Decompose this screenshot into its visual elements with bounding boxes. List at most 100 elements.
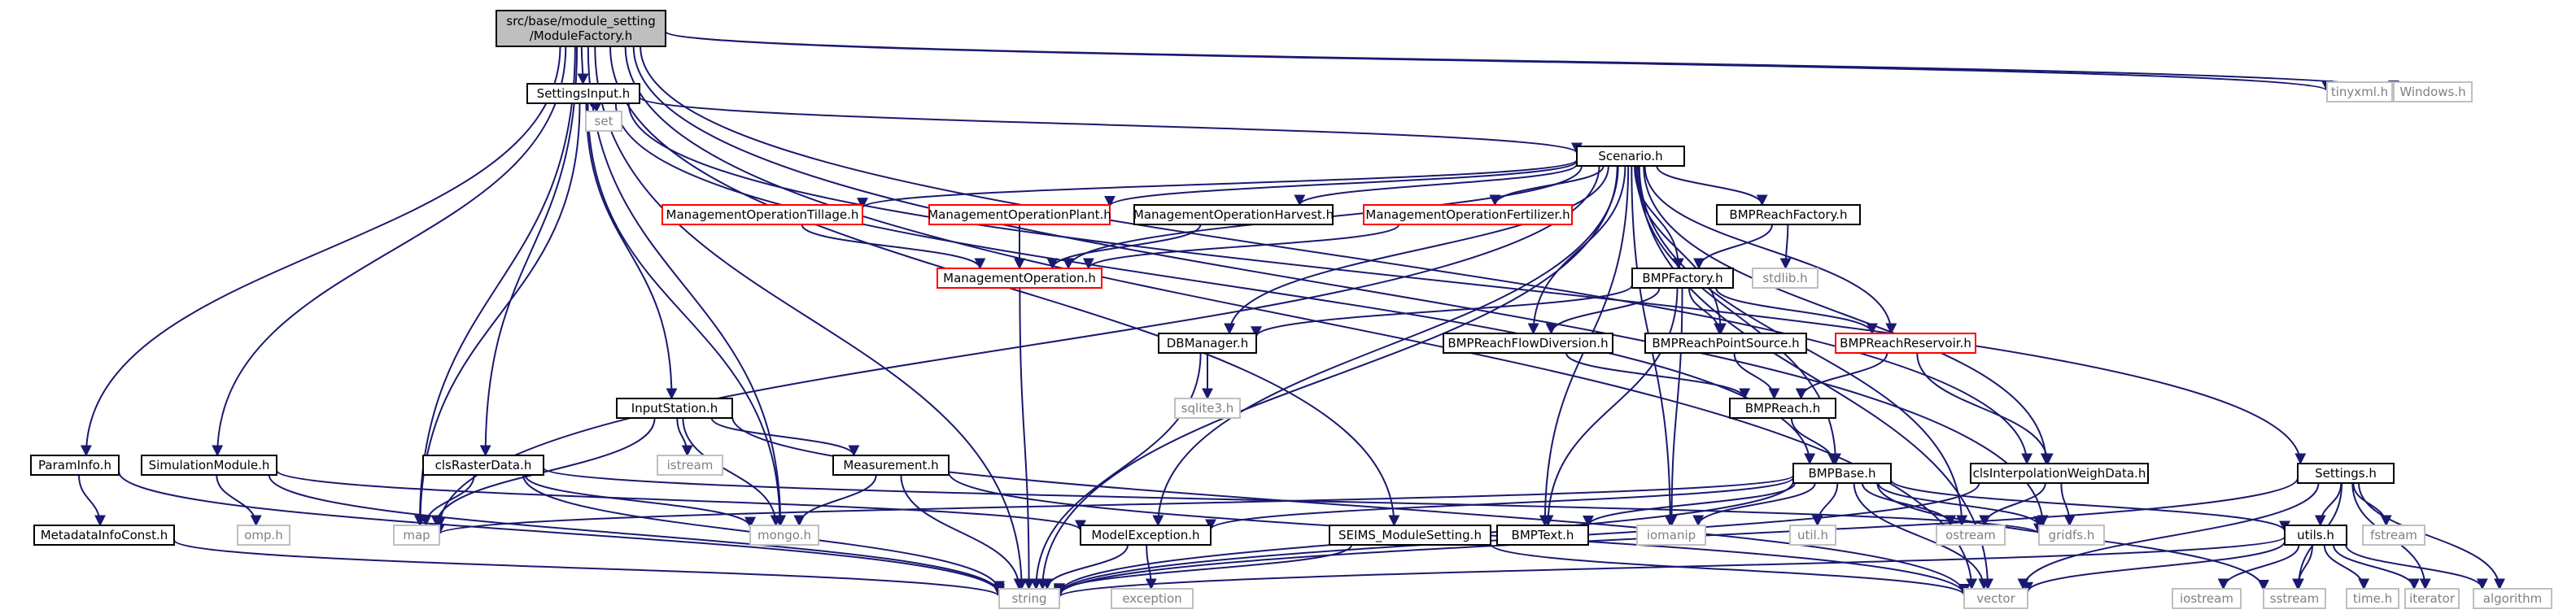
node-box	[928, 204, 1111, 225]
node-label: ostream	[1945, 528, 1996, 542]
node-DBManager[interactable]: DBManager.h	[1158, 333, 1257, 354]
node-SettingsInput[interactable]: SettingsInput.h	[526, 83, 640, 104]
node-clsInterp[interactable]: clsInterpolationWeighData.h	[1970, 463, 2149, 484]
node-box	[2346, 588, 2399, 609]
edge-Scenario-to-BMPReachFactory	[1656, 165, 1768, 207]
node-Settings[interactable]: Settings.h	[2297, 463, 2395, 484]
edge-BMPReachFactory-to-stdlib	[1779, 224, 1792, 270]
node-MgtTillage[interactable]: ManagementOperationTillage.h	[661, 204, 863, 225]
edge-BMPReach-to-BMPBase	[1790, 417, 1840, 465]
node-box	[998, 588, 1060, 609]
node-label: BMPBase.h	[1808, 466, 1875, 481]
edge-Settings-to-vector	[2017, 482, 2320, 590]
node-ModelException[interactable]: ModelException.h	[1080, 525, 1212, 546]
node-stdlib: stdlib.h	[1752, 268, 1818, 289]
node-MgtOperation[interactable]: ManagementOperation.h	[937, 268, 1102, 289]
edge-Reservoir-to-clsInterp	[1916, 352, 2054, 465]
node-box	[1174, 398, 1241, 419]
edge-SettingsInput-to-Settings	[627, 102, 2307, 465]
node-label: stdlib.h	[1762, 271, 1807, 285]
node-box	[1963, 588, 2028, 609]
edge-Scenario-to-Reservoir	[1644, 165, 1897, 335]
node-PointSource[interactable]: BMPReachPointSource.h	[1644, 333, 1807, 354]
node-BMPFactory[interactable]: BMPFactory.h	[1631, 268, 1734, 289]
node-label: BMPFactory.h	[1642, 271, 1722, 285]
node-SEIMS_ModuleSetting[interactable]: SEIMS_ModuleSetting.h	[1329, 525, 1491, 546]
node-BMPText[interactable]: BMPText.h	[1496, 525, 1589, 546]
node-label: SettingsInput.h	[537, 86, 631, 101]
node-label: DBManager.h	[1167, 336, 1249, 351]
node-box	[1329, 525, 1491, 546]
node-MetadataInfoConst[interactable]: MetadataInfoConst.h	[33, 525, 175, 546]
edge-BMPBase-to-util	[1811, 482, 1839, 527]
node-exception: exception	[1111, 588, 1194, 609]
node-box	[30, 455, 120, 476]
edge-InputStation-to-istream	[676, 417, 693, 457]
node-label: ManagementOperationPlant.h	[928, 207, 1111, 222]
node-label: sstream	[2270, 591, 2319, 606]
edge-utils-to-sstream	[2292, 544, 2313, 590]
edge-SettingsInput-to-set	[589, 101, 603, 113]
edge-Scenario-to-MgtTillage	[857, 159, 1578, 210]
node-InputStation[interactable]: InputStation.h	[616, 398, 733, 419]
edge-ModuleFactory-to-ParamInfo	[80, 46, 561, 457]
node-label: Settings.h	[2315, 466, 2377, 481]
node-ParamInfo[interactable]: ParamInfo.h	[30, 455, 120, 476]
edge-Settings-to-fstream	[2352, 482, 2392, 527]
node-Scenario[interactable]: Scenario.h	[1576, 146, 1685, 167]
node-label: util.h	[1797, 528, 1828, 542]
node-label: time.h	[2353, 591, 2392, 606]
node-clsRasterData[interactable]: clsRasterData.h	[422, 455, 544, 476]
edge-SettingsInput-to-mongo	[587, 102, 786, 527]
edge-SettingsInput-to-BMPBase	[614, 102, 1816, 465]
node-omp: omp.h	[237, 525, 290, 546]
edge-MgtOperation-to-string	[1019, 287, 1035, 590]
node-mongo: mongo.h	[749, 525, 819, 546]
node-box	[1158, 333, 1257, 354]
node-Reservoir[interactable]: BMPReachReservoir.h	[1835, 333, 1976, 354]
node-label: /ModuleFactory.h	[530, 28, 633, 43]
node-label: iterator	[2409, 591, 2456, 606]
node-label: src/base/module_setting	[506, 14, 655, 29]
node-MgtFertilizer[interactable]: ManagementOperationFertilizer.h	[1363, 204, 1573, 225]
node-ModuleFactory[interactable]: src/base/module_setting/ModuleFactory.h	[496, 10, 666, 47]
edge-BMPBase-to-gridfs	[1877, 482, 2045, 528]
node-box	[1835, 333, 1976, 354]
node-iomanip: iomanip	[1636, 525, 1706, 546]
edge-utils-to-algorithm	[2345, 544, 2488, 590]
node-BMPReachFactory[interactable]: BMPReachFactory.h	[1716, 204, 1861, 225]
node-BMPBase[interactable]: BMPBase.h	[1792, 463, 1892, 484]
node-box	[141, 455, 277, 476]
node-box	[1496, 525, 1589, 546]
node-gridfs: gridfs.h	[2038, 525, 2105, 546]
edge-Scenario-to-clsInterp	[1643, 165, 2052, 465]
edge-ModuleFactory-to-SimulationModule	[212, 46, 567, 457]
node-tinyxml: tinyxml.h	[2326, 81, 2393, 102]
node-MgtPlant[interactable]: ManagementOperationPlant.h	[928, 204, 1111, 225]
edge-BMPReachFactory-to-BMPFactory	[1693, 224, 1773, 270]
edge-Settings-to-utils	[2314, 482, 2342, 527]
node-utils[interactable]: utils.h	[2284, 525, 2347, 546]
node-SimulationModule[interactable]: SimulationModule.h	[141, 455, 277, 476]
node-iostream: iostream	[2172, 588, 2242, 609]
node-box	[749, 525, 819, 546]
node-set: set	[585, 111, 622, 132]
edge-BMPBase-to-utils	[1890, 479, 2290, 533]
node-box	[393, 525, 440, 546]
edge-SimulationModule-to-omp	[216, 474, 262, 527]
node-box	[237, 525, 290, 546]
node-label: gridfs.h	[2049, 528, 2095, 542]
node-Measurement[interactable]: Measurement.h	[832, 455, 950, 476]
node-FlowDiversion[interactable]: BMPReachFlowDiversion.h	[1443, 333, 1613, 354]
node-label: tinyxml.h	[2331, 85, 2388, 99]
node-fstream: fstream	[2362, 525, 2425, 546]
node-box	[1644, 333, 1807, 354]
node-MgtHarvest[interactable]: ManagementOperationHarvest.h	[1133, 204, 1334, 225]
node-label: sqlite3.h	[1181, 401, 1234, 416]
node-box	[937, 268, 1102, 289]
node-box	[526, 83, 640, 104]
node-BMPReach[interactable]: BMPReach.h	[1729, 398, 1836, 419]
node-box	[2172, 588, 2242, 609]
dependency-edges	[78, 30, 2505, 599]
node-box	[1936, 525, 2006, 546]
